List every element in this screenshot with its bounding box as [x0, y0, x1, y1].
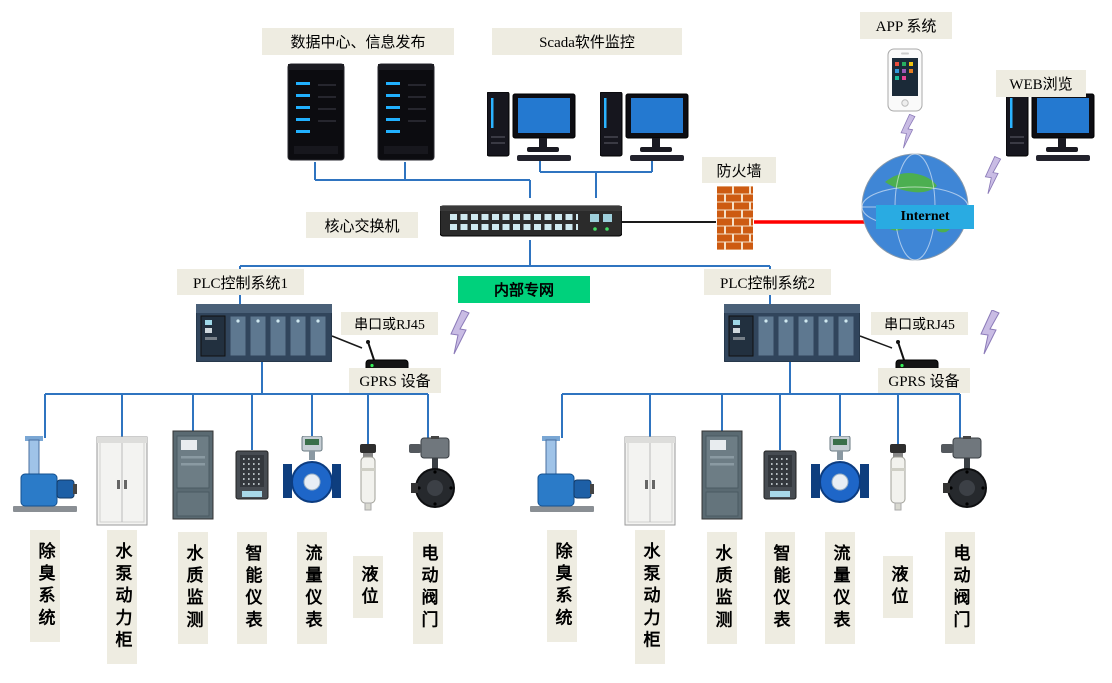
field-label-pump-cabinet-left: 水泵动力柜: [107, 530, 137, 664]
electric-valve-icon-right: [931, 436, 989, 516]
field-label-smart-meter-left: 智能仪表: [237, 532, 267, 644]
smart-meter-icon-left: [235, 450, 269, 502]
electric-valve-icon-left: [399, 436, 457, 516]
level-sensor-icon-left: [353, 444, 383, 512]
field-label-smart-meter-right: 智能仪表: [765, 532, 795, 644]
server-tower-icon-1: [286, 60, 346, 162]
smartphone-icon: [887, 48, 923, 112]
web-browse-label: WEB浏览: [996, 70, 1086, 97]
internet-banner: Internet: [876, 205, 974, 229]
lightning-icon-app-internet: [898, 114, 918, 150]
pump-power-cabinet-icon-right: [624, 436, 676, 528]
plc2-label: PLC控制系统2: [704, 269, 831, 295]
field-label-water-quality-right: 水质监测: [707, 532, 737, 644]
plc1-icon: [196, 304, 332, 362]
plc2-icon: [724, 304, 860, 362]
pump-power-cabinet-icon-left: [96, 436, 148, 528]
field-label-flow-meter-left: 流量仪表: [297, 532, 327, 644]
server-tower-icon-2: [376, 60, 436, 162]
scada-workstation-icon-2: [600, 92, 692, 164]
smart-meter-icon-right: [763, 450, 797, 502]
intranet-label: 内部专网: [458, 276, 590, 303]
core-switch-icon: [440, 198, 622, 240]
wire-intranet-bus: [239, 240, 771, 304]
lightning-icon-internet-web: [982, 156, 1004, 196]
field-label-valve-left: 电动阀门: [413, 532, 443, 644]
deodorize-pump-icon-left: [13, 436, 77, 514]
field-label-level-right: 液位: [883, 556, 913, 618]
serial-rj45-label-left: 串口或RJ45: [341, 312, 438, 335]
scada-label: Scada软件监控: [492, 28, 682, 55]
wire-plc2-gprs: [859, 335, 893, 349]
app-system-label: APP 系统: [860, 12, 952, 39]
wire-field-bus-left: [44, 362, 429, 450]
water-quality-cabinet-icon-right: [701, 430, 743, 522]
field-label-deodorize-right: 除臭系统: [547, 530, 577, 642]
field-label-deodorize-left: 除臭系统: [30, 530, 60, 642]
level-sensor-icon-right: [883, 444, 913, 512]
data-center-label: 数据中心、信息发布: [262, 28, 454, 55]
water-quality-cabinet-icon-left: [172, 430, 214, 522]
flow-meter-icon-left: [283, 436, 341, 504]
wire-top-cluster: [314, 160, 653, 198]
firewall-icon: [717, 186, 753, 250]
field-label-pump-cabinet-right: 水泵动力柜: [635, 530, 665, 664]
firewall-label: 防火墙: [702, 157, 776, 183]
web-client-computer-icon: [1006, 92, 1098, 164]
field-label-valve-right: 电动阀门: [945, 532, 975, 644]
serial-rj45-label-right: 串口或RJ45: [871, 312, 968, 335]
field-label-water-quality-left: 水质监测: [178, 532, 208, 644]
deodorize-pump-icon-right: [530, 436, 594, 514]
field-label-level-left: 液位: [353, 556, 383, 618]
lightning-icon-gprs-left: [447, 310, 473, 356]
gprs-label-right: GPRS 设备: [878, 368, 970, 393]
lightning-icon-gprs-right: [977, 310, 1003, 356]
plc1-label: PLC控制系统1: [177, 269, 304, 295]
wire-field-bus-right: [561, 362, 961, 450]
field-label-flow-meter-right: 流量仪表: [825, 532, 855, 644]
scada-workstation-icon-1: [487, 92, 579, 164]
gprs-label-left: GPRS 设备: [349, 368, 441, 393]
wire-plc1-gprs: [331, 335, 363, 349]
flow-meter-icon-right: [811, 436, 869, 504]
core-switch-label: 核心交换机: [306, 212, 418, 238]
